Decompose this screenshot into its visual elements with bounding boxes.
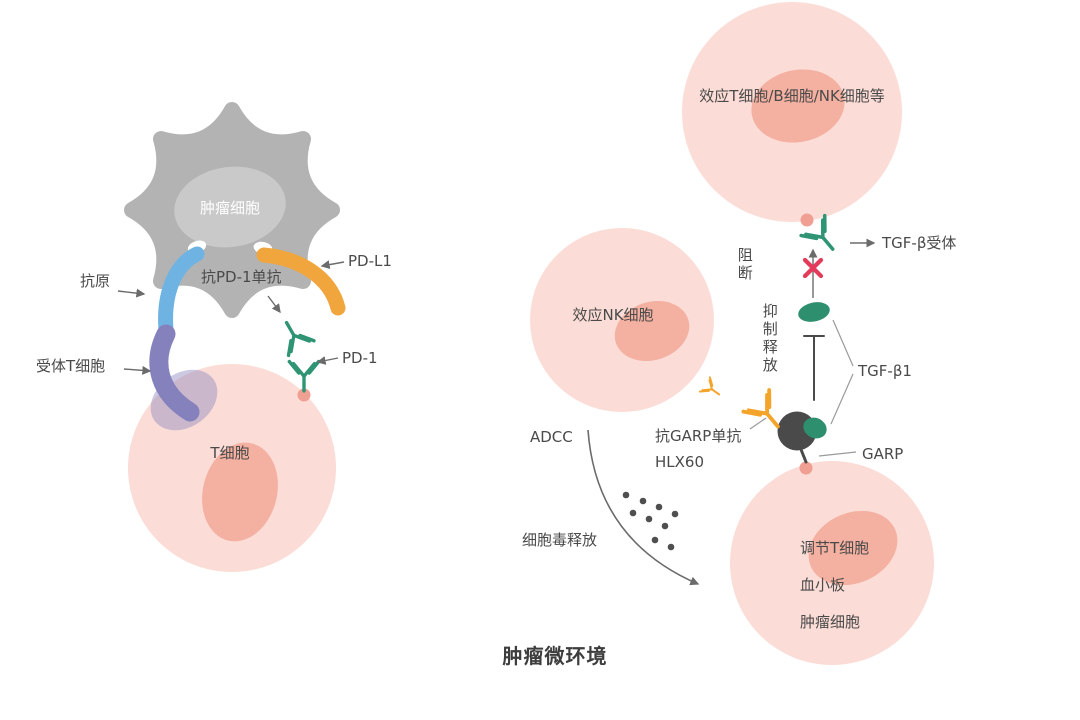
effector-cells-label: 效应T细胞/B细胞/NK细胞等 bbox=[699, 87, 885, 105]
tgfb1-ellipse bbox=[798, 302, 830, 322]
pd1-receptor-dot bbox=[297, 388, 311, 402]
antigen-band bbox=[158, 246, 205, 338]
block-x-icon bbox=[802, 257, 824, 279]
tumor-cell-bottom-label: 肿瘤细胞 bbox=[800, 613, 861, 631]
pd1-arrow bbox=[316, 356, 339, 365]
effector-cell-nucleus bbox=[751, 69, 845, 143]
cytotoxic-dots bbox=[622, 491, 679, 551]
tcr-band bbox=[149, 324, 218, 431]
effector-nk-label: 效应NK细胞 bbox=[572, 306, 654, 324]
tgfb1-line-bottom bbox=[830, 373, 854, 425]
tgfb1-label: TGF-β1 bbox=[858, 362, 912, 380]
receptor-t-cell-label: 受体T细胞 bbox=[36, 357, 106, 375]
platelet-label: 血小板 bbox=[800, 576, 846, 594]
treg-label: 调节T细胞 bbox=[800, 539, 870, 557]
t-cell-nucleus bbox=[202, 442, 278, 542]
hlx60-label: HLX60 bbox=[655, 453, 704, 471]
anti-garp-line bbox=[749, 417, 767, 430]
anti-pd1-antibody-icon bbox=[272, 313, 316, 358]
cytotoxic-release-label: 细胞毒释放 bbox=[522, 531, 598, 549]
adcc-label: ADCC bbox=[530, 428, 573, 446]
antigen-label: 抗原 bbox=[80, 272, 111, 290]
pdl1-label: PD-L1 bbox=[348, 252, 392, 270]
pdl1-arrow bbox=[320, 260, 345, 270]
treg-cell-nucleus bbox=[808, 510, 898, 586]
pd1-label: PD-1 bbox=[342, 349, 378, 367]
tgfb-receptor-label: TGF-β受体 bbox=[882, 234, 957, 252]
garp-line bbox=[818, 451, 857, 457]
garp-complex-icon bbox=[777, 411, 827, 464]
diagram-caption: 肿瘤微环境 bbox=[502, 644, 608, 668]
t-cell-label: T细胞 bbox=[210, 444, 250, 462]
antigen-arrow bbox=[117, 288, 146, 298]
label-connector-lines bbox=[749, 319, 857, 457]
effector-cell-graphic bbox=[682, 2, 902, 222]
garp-anchor-dot bbox=[799, 461, 813, 475]
block-label: 阻断 bbox=[735, 247, 754, 283]
anti-garp-label: 抗GARP单抗 bbox=[655, 427, 742, 445]
treg-cell-graphic bbox=[730, 461, 934, 665]
tumor-cell-label: 肿瘤细胞 bbox=[199, 199, 260, 217]
anti-garp-fragment-icon bbox=[698, 376, 726, 403]
receptor-arrow bbox=[123, 365, 152, 375]
inhibit-release-label: 抑制释放 bbox=[760, 303, 779, 375]
anti-pd1-arrow bbox=[267, 295, 281, 314]
nk-cell-graphic bbox=[530, 228, 714, 412]
pdl1-band bbox=[256, 247, 346, 316]
nk-cell-nucleus bbox=[614, 301, 690, 361]
adcc-arrow bbox=[587, 429, 700, 586]
inhibition-tbar bbox=[803, 335, 825, 401]
tgfb1-line-top bbox=[832, 319, 854, 367]
left-pointer-arrows bbox=[117, 260, 345, 375]
tgfb-receptor-dot bbox=[800, 213, 814, 227]
garp-label: GARP bbox=[862, 445, 904, 463]
anti-pd1-label: 抗PD-1单抗 bbox=[201, 268, 282, 286]
tumor-nucleus bbox=[174, 166, 286, 248]
